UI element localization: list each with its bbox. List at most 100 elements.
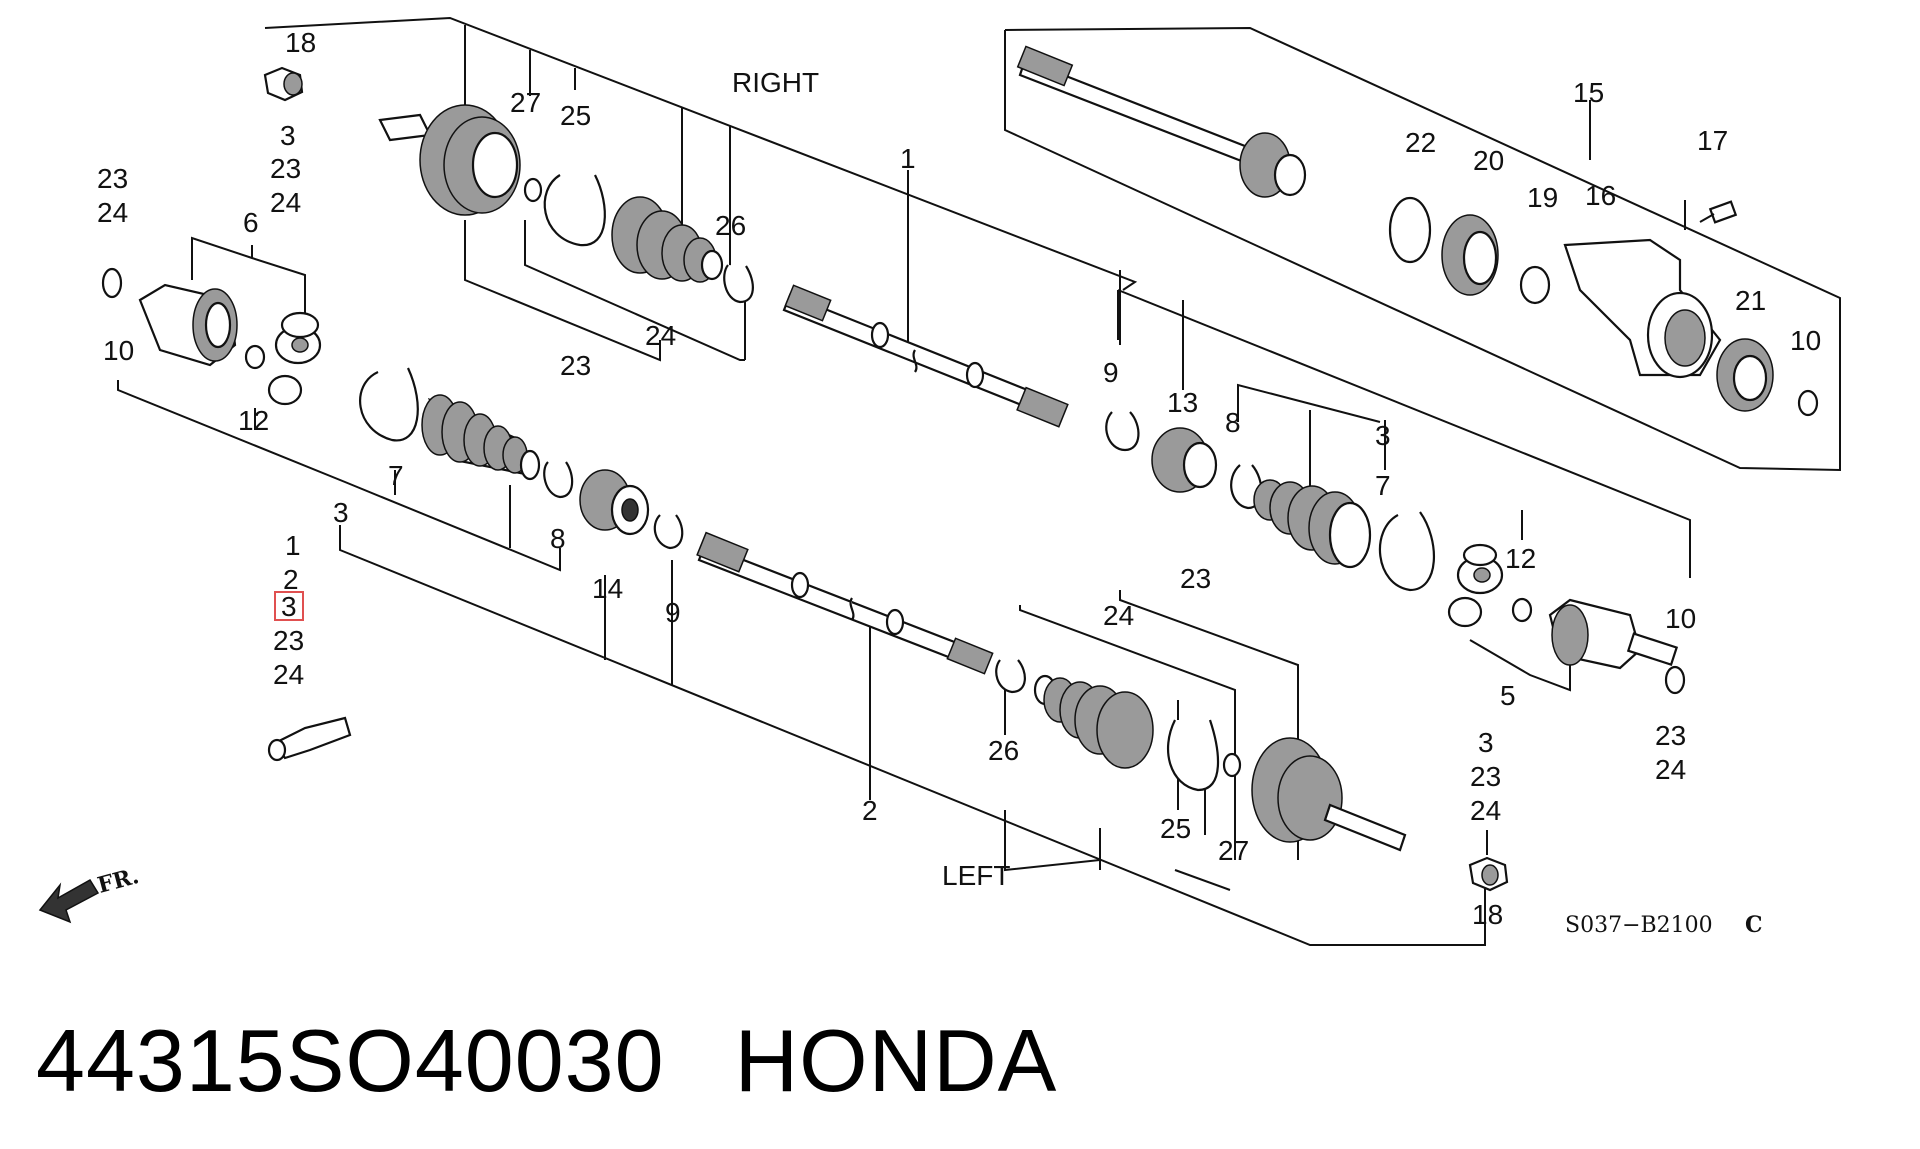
callout-16: 16	[1585, 180, 1616, 211]
flange-nut-bottom	[1468, 856, 1509, 892]
callout-27-top: 27	[510, 87, 541, 118]
callout-7-right: 7	[1375, 470, 1391, 501]
callout-15: 15	[1573, 77, 1604, 108]
callout-7-left: 7	[388, 460, 404, 491]
callout-23-bottom: 23	[1180, 563, 1211, 594]
callout-10-far: 10	[1790, 325, 1821, 356]
snap-ring-12-right	[1511, 597, 1533, 623]
callout-9-right: 9	[1103, 357, 1119, 388]
front-direction-arrow	[38, 878, 100, 924]
callout-24-list: 24	[273, 659, 304, 690]
bearing-support-16	[1563, 238, 1722, 379]
callout-24-right-top: 24	[645, 320, 676, 351]
callout-3-top: 3	[280, 120, 296, 151]
callout-25-bottom: 25	[1160, 813, 1191, 844]
callout-27-bottom: 27	[1218, 835, 1249, 866]
outboard-boot-left	[1033, 674, 1154, 769]
callout-26-bottom: 26	[988, 735, 1019, 766]
callout-3-highlighted[interactable]: 3	[281, 591, 297, 622]
boot-band-7-right	[1378, 511, 1436, 592]
callout-14: 14	[592, 573, 623, 604]
circlip-10-right	[1664, 665, 1686, 695]
labels: RIGHT LEFT FR. S037−B2100 C 18 3 23 24 2…	[95, 27, 1821, 938]
outer-joint-14	[579, 469, 650, 536]
band-25-top	[543, 174, 606, 247]
callout-24-right: 24	[1655, 754, 1686, 785]
callout-1-shaft: 1	[900, 143, 916, 174]
part-caption: 44315SO40030 HONDA	[36, 1010, 1127, 1112]
tripod-spider-left	[267, 311, 322, 406]
callout-23-top: 23	[270, 153, 301, 184]
callout-26-top: 26	[715, 210, 746, 241]
callout-25-top: 25	[560, 100, 591, 131]
inboard-joint-cup-right	[1548, 598, 1679, 670]
callout-24-nut: 24	[1470, 795, 1501, 826]
outboard-boot-right	[611, 196, 724, 283]
band-26-top	[723, 264, 754, 304]
grease-tube	[267, 716, 352, 762]
leader-lines	[117, 16, 1841, 946]
band-25-bottom	[1166, 719, 1219, 792]
callout-19: 19	[1527, 182, 1558, 213]
callout-12-right: 12	[1505, 543, 1536, 574]
circlip-27-bottom	[1222, 752, 1242, 778]
outboard-joint-left	[1251, 737, 1407, 852]
flange-nut-top	[263, 66, 304, 102]
bolt-17	[1699, 200, 1738, 224]
callout-13: 13	[1167, 387, 1198, 418]
circlip-22	[1388, 196, 1432, 264]
dust-seal-21	[1716, 338, 1774, 412]
callout-3-nut: 3	[1478, 727, 1494, 758]
snap-ring-left	[244, 344, 266, 370]
callout-23-right: 23	[1655, 720, 1686, 751]
snap-ring-19	[1519, 265, 1551, 305]
callout-17: 17	[1697, 125, 1728, 156]
callout-2-shaft: 2	[862, 795, 878, 826]
callout-18-top: 18	[285, 27, 316, 58]
callout-5: 5	[1500, 680, 1516, 711]
highlight-box	[274, 591, 304, 621]
callout-23-right-top: 23	[560, 350, 591, 381]
callout-24-bottom: 24	[1103, 600, 1134, 631]
tripod-spider-right	[1447, 543, 1504, 628]
callout-1-list: 1	[285, 530, 301, 561]
callout-12-left: 12	[238, 405, 269, 436]
circlip-27-top	[523, 177, 543, 203]
callout-2-list: 2	[283, 564, 299, 595]
callout-18-nut: 18	[1472, 899, 1503, 930]
part-number: 44315SO40030	[36, 1011, 665, 1110]
callout-23-left: 23	[97, 163, 128, 194]
callout-8-left: 8	[550, 523, 566, 554]
callout-23-nut: 23	[1470, 761, 1501, 792]
circlip-10-far	[1797, 389, 1819, 417]
callout-10-right: 10	[1665, 603, 1696, 634]
shaft-1	[782, 284, 1069, 428]
outboard-joint-right	[378, 104, 521, 216]
callout-24-left: 24	[97, 197, 128, 228]
band-9-right	[1105, 411, 1140, 452]
inboard-joint-cup-left	[138, 283, 238, 367]
callout-10-left: 10	[103, 335, 134, 366]
callout-21: 21	[1735, 285, 1766, 316]
band-26-bottom	[995, 659, 1026, 694]
bearing-20	[1441, 214, 1499, 296]
driveshaft-exploded-diagram: RIGHT LEFT FR. S037−B2100 C 18 3 23 24 2…	[38, 16, 1841, 946]
diagram-code-suffix: C	[1745, 912, 1763, 938]
callout-3-left: 3	[333, 497, 349, 528]
diagram-code: S037−B2100	[1565, 913, 1713, 938]
label-right: RIGHT	[732, 67, 819, 98]
callout-24-top: 24	[270, 187, 301, 218]
band-9-left	[653, 514, 684, 550]
parts	[38, 45, 1819, 924]
callout-23-list: 23	[273, 625, 304, 656]
intermediate-shaft-15	[1016, 45, 1307, 198]
callout-8-right: 8	[1225, 407, 1241, 438]
label-left: LEFT	[942, 860, 1010, 891]
brand-name: HONDA	[734, 1011, 1058, 1110]
circlip-left	[101, 267, 123, 299]
boot-band-left	[359, 367, 419, 442]
inboard-boot-left	[421, 394, 541, 481]
callout-9-left: 9	[665, 597, 681, 628]
label-front: FR.	[95, 863, 142, 899]
callout-3-right: 3	[1375, 420, 1391, 451]
